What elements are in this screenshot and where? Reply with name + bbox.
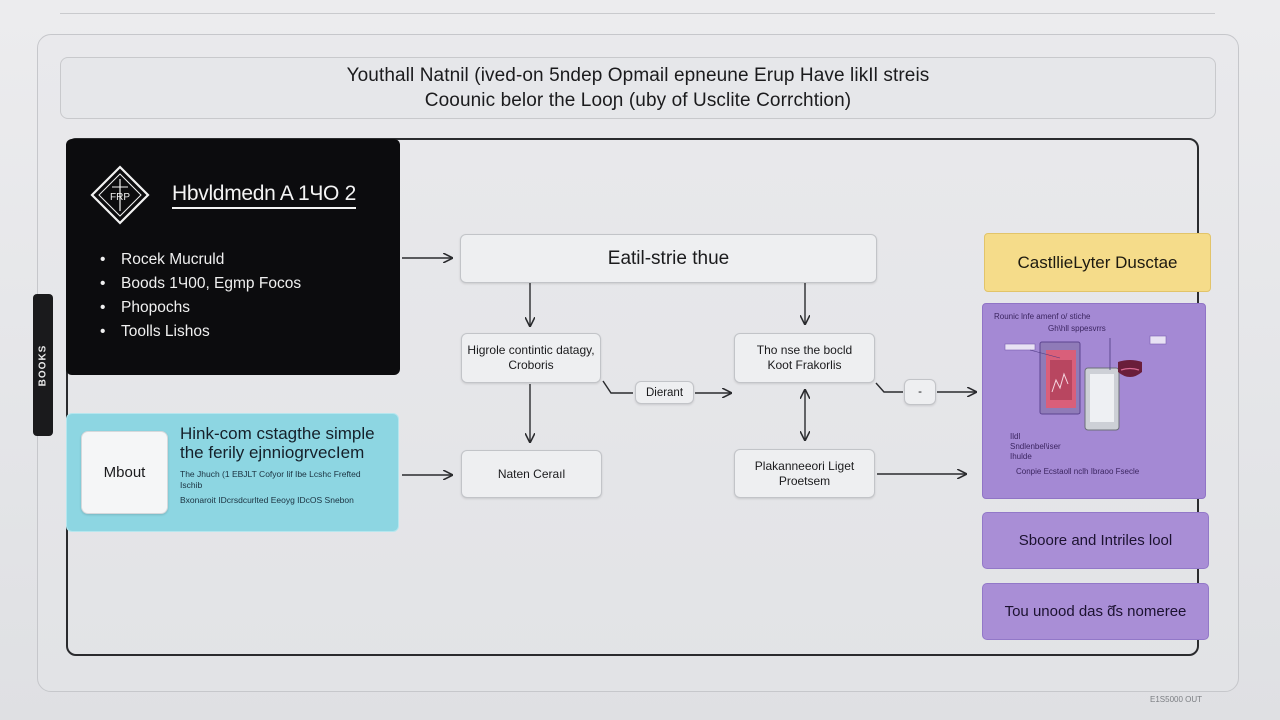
node-right-top[interactable]: Tho nse the bocld Koot Frakorlis <box>734 333 875 383</box>
node-left-top-line-1: Higrole contintic datagy, <box>467 343 595 357</box>
purple-caption: Conpie Ecstaoll nclh Ibraoo Fsecle <box>1016 467 1140 476</box>
black-card-bullets: Rocek Mucruld Boods 1Ч00, Egmp Focos Pho… <box>100 248 301 344</box>
teal-small-line-3: Bxonaroit IDcrsdcurlted Eeoyg IDcOS Sneb… <box>180 495 354 505</box>
node-right-top-line-2: Koot Frakorlis <box>767 358 842 372</box>
bullet-item: Boods 1Ч00, Egmp Focos <box>100 272 301 296</box>
teal-small-line-1: The Jhuch (1 EBJLT Cofyor lif Ibe Lcshc … <box>180 469 361 479</box>
purple-button-1[interactable]: Sboore and Intriles lool <box>982 512 1209 569</box>
node-middle[interactable]: Dierant <box>635 381 694 404</box>
purple-text-line-4: Sndlenbel\iser <box>1010 442 1061 451</box>
logo-text: FRP <box>110 192 130 203</box>
side-tab[interactable]: BOOKS <box>33 294 53 436</box>
header-line-2: Coounic belor the Looɲ (uby of Usclite C… <box>424 90 852 111</box>
purple-text-line-2: Gh\hll sppesvrrs <box>1048 324 1106 333</box>
about-button[interactable]: Mbout <box>81 431 168 514</box>
teal-card-heading: Hink-com cstagthe simple the ferily ejnn… <box>180 424 375 462</box>
purple-text-line-5: Ihulde <box>1010 452 1032 461</box>
purple-button-2[interactable]: Tou unood das ɗ̃s nomeree <box>982 583 1209 640</box>
device-illustration-icon <box>1004 335 1167 431</box>
top-rule <box>60 13 1215 14</box>
purple-text-line-1: Rounic lnfe amenf o/ stiche <box>994 312 1091 321</box>
node-left-bottom[interactable]: Naten Ceraıl <box>461 450 602 498</box>
side-tab-label: BOOKS <box>37 344 49 386</box>
node-right-bottom-line-2: Proetsem <box>778 473 831 488</box>
footer-note: E1S5000 OUT <box>1150 695 1203 704</box>
yellow-card[interactable]: CastllieLyter Dusctae <box>984 233 1211 292</box>
node-main[interactable]: Eatil-strie thue <box>460 234 877 283</box>
node-left-top[interactable]: Higrole contintic datagy, Croboris <box>461 333 601 383</box>
teal-card-small-text: The Jhuch (1 EBJLT Cofyor lif Ibe Lcshc … <box>180 469 361 491</box>
node-dash[interactable]: - <box>904 379 936 405</box>
black-card-title: Hbvldmedn A 1ЧО 2 <box>172 182 356 209</box>
node-right-bottom[interactable]: Plakanneeori Liget Proetsem <box>734 449 875 498</box>
node-left-top-line-2: Croboris <box>508 358 554 372</box>
header-title-bar: Youthall Natnil (ived-on 5ndep Opmail ep… <box>60 57 1216 119</box>
node-right-top-line-1: Tho nse the bocld <box>756 343 853 357</box>
bullet-item: Rocek Mucruld <box>100 248 301 272</box>
teal-small-line-2: Ischib <box>180 480 203 490</box>
teal-heading-line-1: Hink-com cstagthe simple <box>180 424 375 443</box>
bullet-item: Phopochs <box>100 296 301 320</box>
header-line-1: Youthall Natnil (ived-on 5ndep Opmail ep… <box>346 65 930 86</box>
node-right-bottom-line-1: Plakanneeori Liget <box>754 458 855 473</box>
logo-diamond-icon: FRP <box>90 165 150 225</box>
teal-heading-line-2: the ferily ejnniogrvecIem <box>180 443 365 462</box>
purple-text-line-3: Ildl <box>1010 432 1021 441</box>
bullet-item: Toolls Lishos <box>100 320 301 344</box>
